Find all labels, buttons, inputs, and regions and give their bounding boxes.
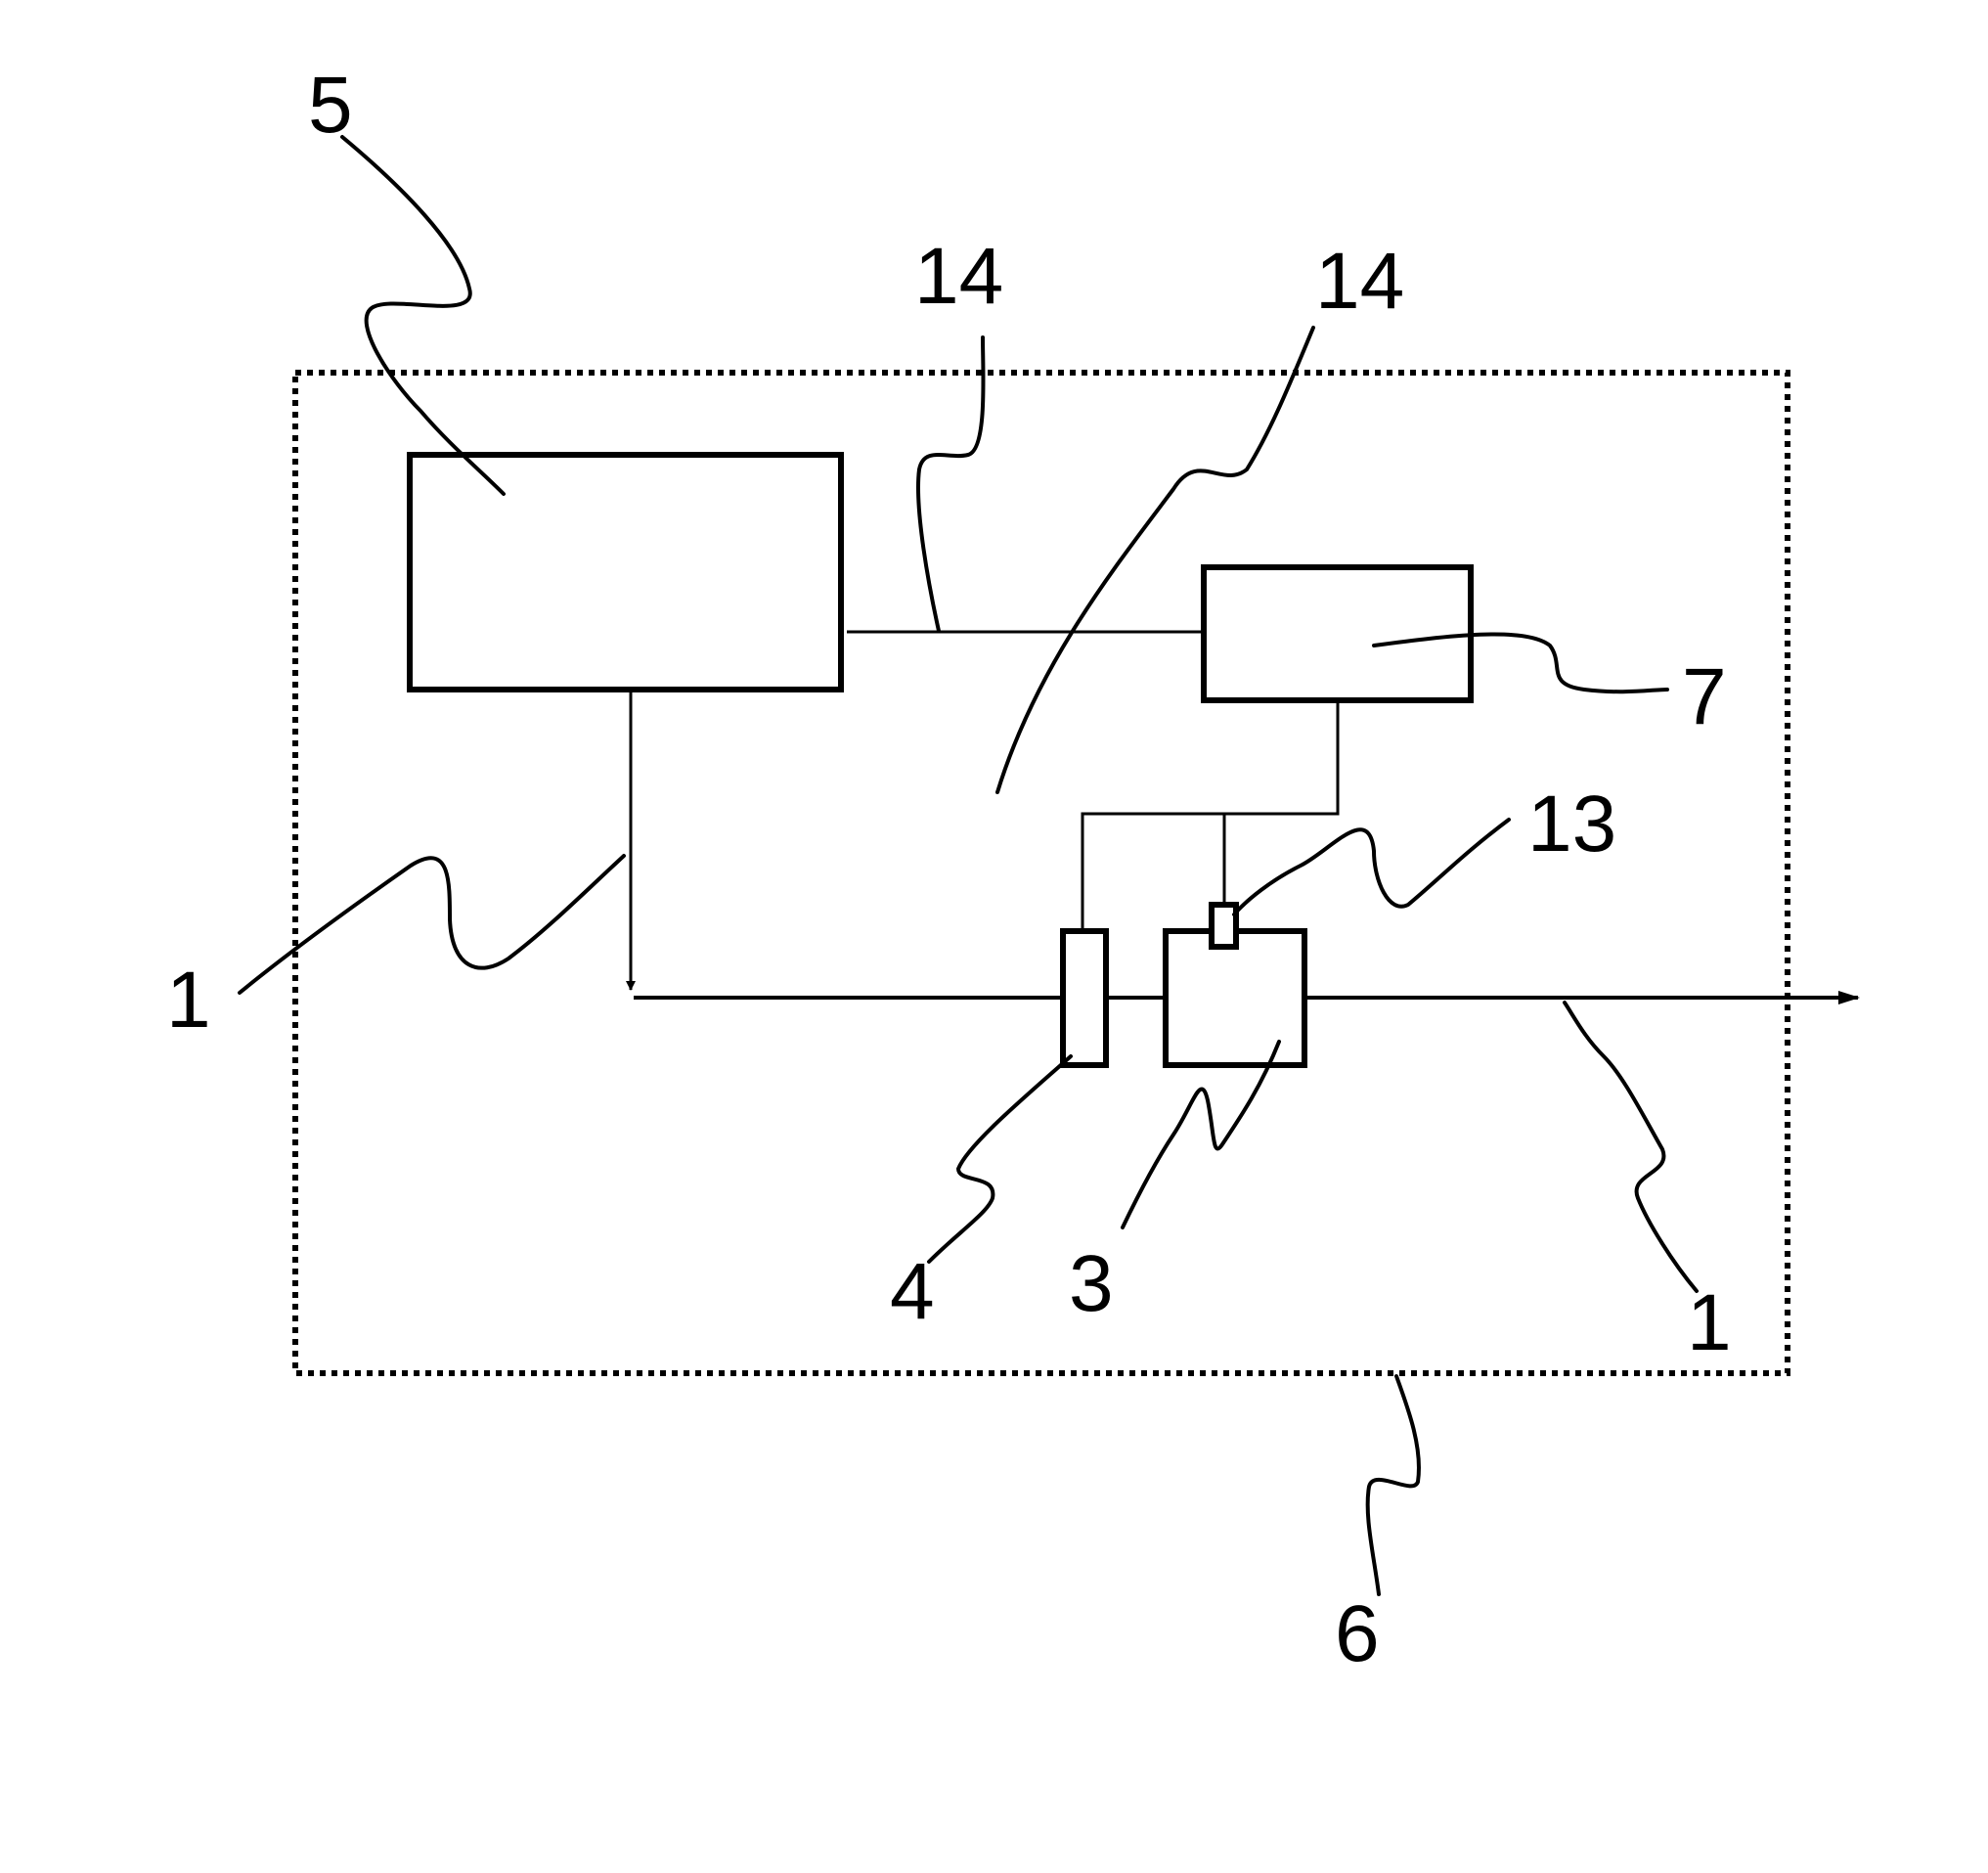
- element-4: [1063, 931, 1106, 1065]
- leader-4: [929, 1056, 1071, 1262]
- leader-14-right: [997, 328, 1313, 792]
- ref-label-1-left: 1: [166, 956, 211, 1045]
- ref-label-3: 3: [1069, 1239, 1114, 1328]
- leader-1-left: [240, 856, 624, 993]
- ref-label-4: 4: [890, 1247, 935, 1336]
- leader-5: [342, 137, 504, 494]
- block-7: [1204, 567, 1471, 700]
- enclosure-6-dotted-frame: [295, 373, 1788, 1373]
- block-5: [410, 455, 841, 690]
- signal-line-block7-to-sensors: [1082, 700, 1338, 931]
- leader-1-right: [1565, 1003, 1697, 1291]
- leader-13: [1234, 820, 1509, 914]
- leader-14-left: [918, 337, 984, 631]
- leader-6: [1368, 1376, 1419, 1594]
- ref-label-14-left: 14: [914, 232, 1003, 321]
- ref-label-14-right: 14: [1315, 237, 1404, 326]
- ref-label-13: 13: [1527, 780, 1616, 869]
- ref-label-6: 6: [1335, 1589, 1380, 1678]
- sensor-13: [1212, 905, 1236, 947]
- element-3: [1166, 931, 1304, 1065]
- ref-label-1-right: 1: [1687, 1278, 1732, 1367]
- ref-label-5: 5: [308, 61, 353, 150]
- ref-label-7: 7: [1682, 652, 1727, 741]
- leader-7: [1374, 634, 1667, 691]
- leader-3: [1123, 1042, 1279, 1227]
